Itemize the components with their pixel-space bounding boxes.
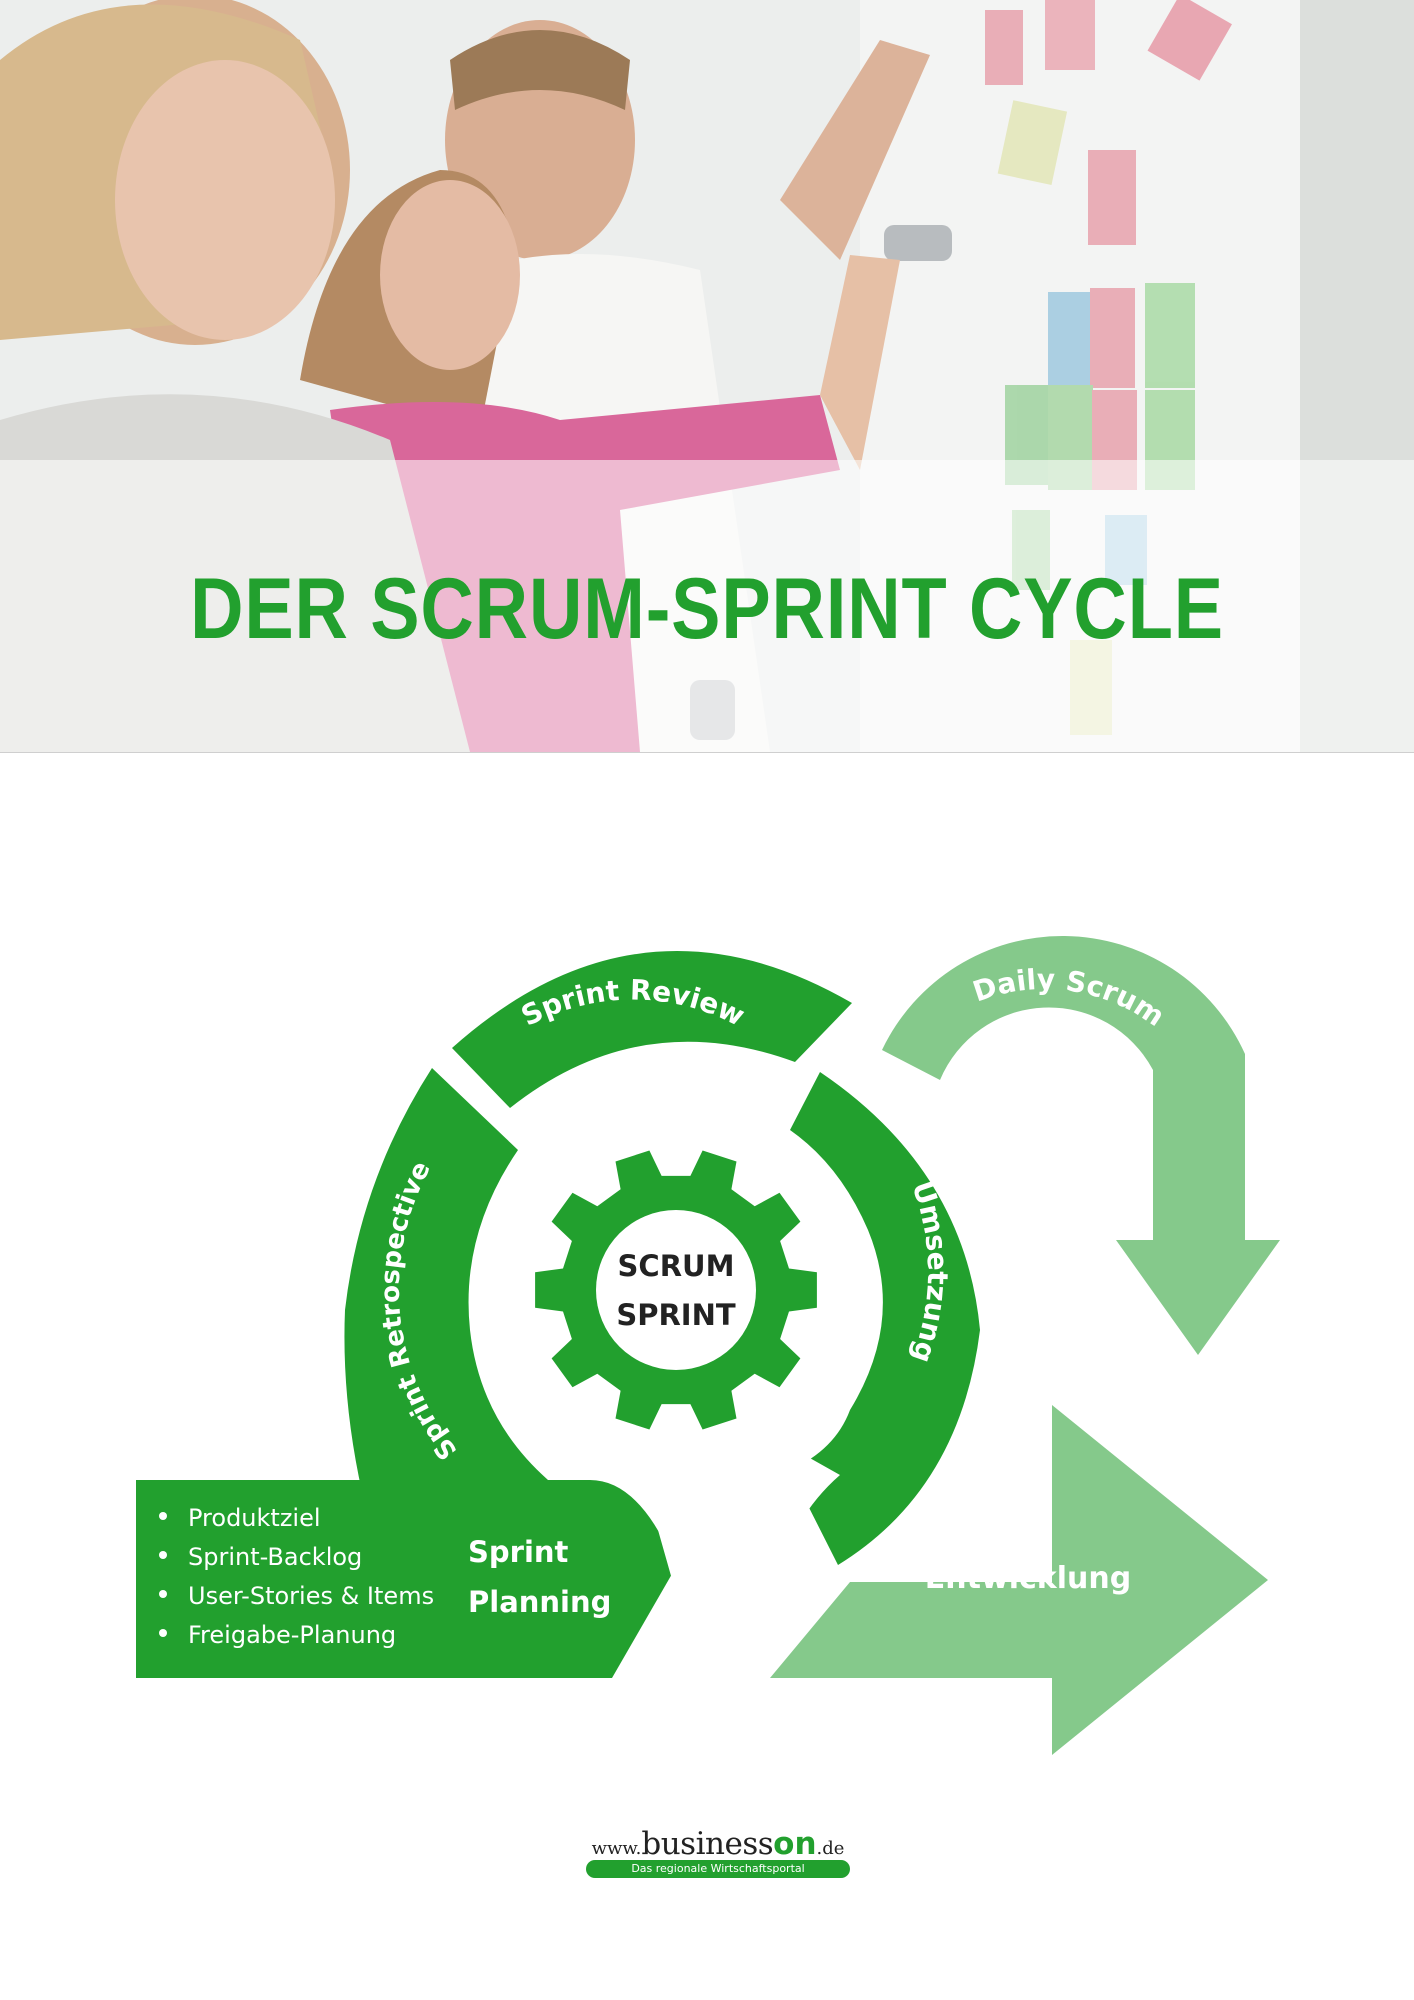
planning-item: Freigabe-Planung <box>188 1621 396 1649</box>
planning-item: User-Stories & Items <box>188 1582 434 1610</box>
umsetzung-segment <box>790 1072 980 1565</box>
sprint-planning-label-line1: Sprint <box>468 1535 569 1569</box>
planning-item: Sprint-Backlog <box>188 1543 362 1571</box>
development-arrow <box>770 1405 1268 1755</box>
sprint-retrospective-segment <box>344 1068 548 1560</box>
sprint-review-segment <box>452 951 852 1108</box>
scrum-sprint-diagram: SCRUM SPRINT Sprint Review Daily Scrum U… <box>0 752 1414 1832</box>
logo-tagline: Das regionale Wirtschaftsportal <box>586 1860 850 1878</box>
cycle-ring <box>344 951 980 1565</box>
logo-wordmark: www.businesson.de <box>586 1826 850 1862</box>
businesson-logo[interactable]: www.businesson.de Das regionale Wirtscha… <box>586 1826 850 1880</box>
title-band <box>0 460 1414 752</box>
planning-list: Produktziel Sprint-Backlog User-Stories … <box>159 1504 434 1649</box>
planning-item: Produktziel <box>188 1504 321 1532</box>
logo-on: on <box>773 1826 817 1862</box>
daily-scrum-arrow <box>882 935 1280 1355</box>
sprint-planning-label-line2: Planning <box>468 1585 611 1619</box>
development-label: Entwicklung <box>925 1561 1131 1596</box>
center-label-line2: SPRINT <box>616 1298 736 1332</box>
center-label-line1: SCRUM <box>618 1249 735 1283</box>
sprint-planning-arrow <box>136 1480 676 1678</box>
logo-business: business <box>641 1826 774 1862</box>
hero-section: DER SCRUM-SPRINT CYCLE <box>0 0 1414 753</box>
page-title: DER SCRUM-SPRINT CYCLE <box>190 561 1224 657</box>
logo-prefix: www. <box>591 1838 642 1859</box>
logo-suffix: .de <box>816 1838 845 1859</box>
